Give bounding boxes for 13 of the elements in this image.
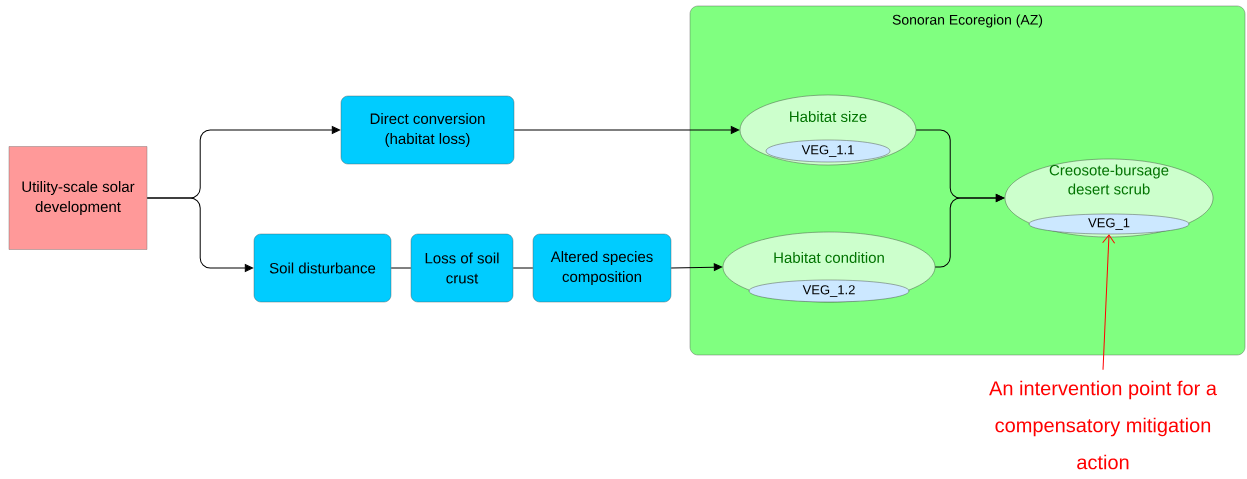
connector-line [512, 267, 534, 269]
process-box: Soil disturbance [253, 233, 392, 303]
leader-arrow [1102, 234, 1116, 371]
process-box: Loss of soil crust [410, 233, 514, 303]
process-box: Utility-scale solar development [8, 146, 148, 250]
process-box: Direct conversion (habitat loss) [340, 95, 515, 165]
connector-line [390, 267, 412, 269]
annotation-text: An intervention point for a compensatory mitigation action [989, 380, 1217, 470]
arrow [934, 194, 1005, 268]
arrow [670, 263, 723, 271]
process-box: Altered species composition [532, 233, 672, 303]
arrow [513, 126, 740, 134]
arrow [146, 197, 254, 272]
